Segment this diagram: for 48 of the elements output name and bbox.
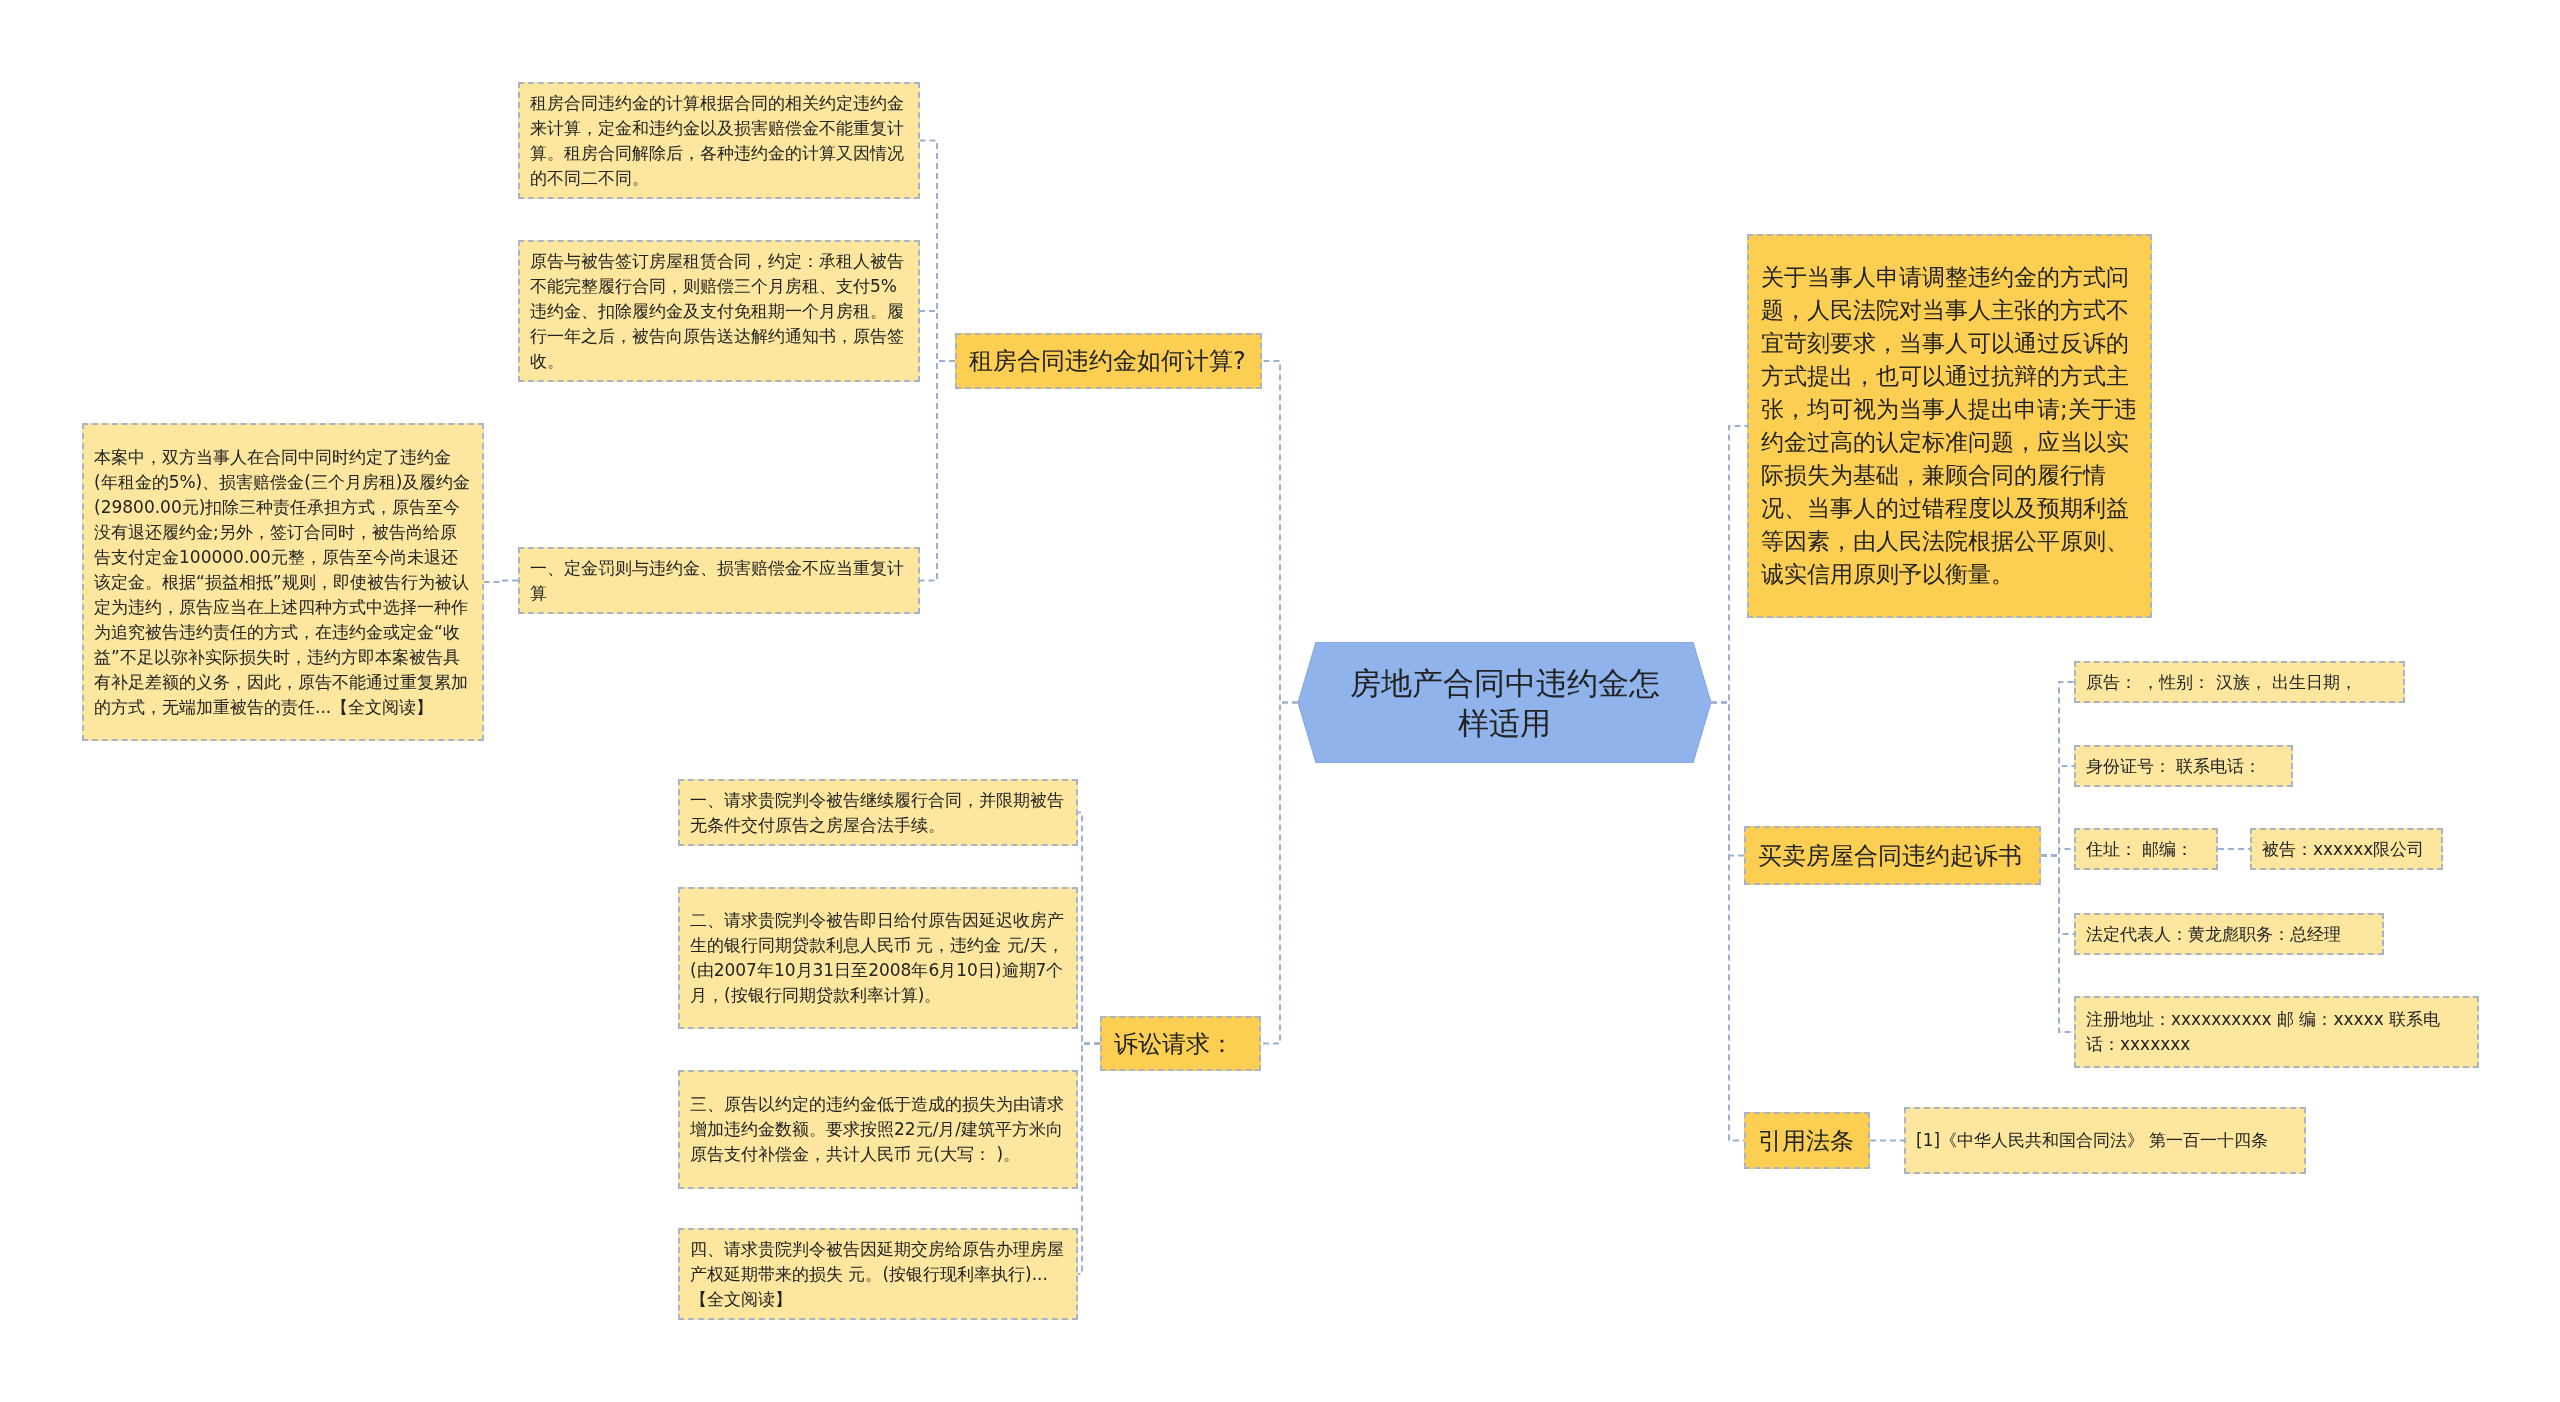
connector-line	[1869, 1139, 1905, 1142]
note-box	[2074, 661, 2405, 703]
note-box	[678, 1228, 1078, 1320]
note-box	[2074, 913, 2384, 955]
note-box	[2074, 996, 2479, 1068]
topic-text: 诉讼请求：	[1114, 1028, 1235, 1060]
note-text: 住址： 邮编：	[2086, 837, 2195, 861]
topic-box	[1747, 234, 2152, 618]
note-text: 四、请求贵院判令被告因延期交房给原告办理房屋产权延期带来的损失 元。(按银行现利率执行)...【全文阅读】	[690, 1237, 1065, 1311]
connector-line	[1077, 1042, 1101, 1275]
note-text: 被告：xxxxxx限公司	[2262, 837, 2426, 861]
note-box	[678, 887, 1078, 1029]
note-box	[82, 423, 484, 741]
connector-line	[2217, 848, 2251, 850]
note-text: 法定代表人：黄龙彪职务：总经理	[2086, 922, 2342, 946]
note-box	[678, 779, 1078, 846]
connector-line	[483, 579, 519, 583]
note-box	[518, 547, 920, 614]
note-text: 一、请求贵院判令被告继续履行合同，并限期被告无条件交付原告之房屋合法手续。	[690, 788, 1065, 837]
topic-box	[1744, 826, 2041, 885]
note-text: 一、定金罚则与违约金、损害赔偿金不应当重复计算	[530, 556, 905, 605]
connector-line	[919, 360, 956, 582]
note-text: 原告： ，性别： 汉族， 出生日期，	[2086, 670, 2359, 694]
topic-box	[955, 333, 1262, 389]
note-box	[518, 240, 920, 382]
note-box	[2250, 828, 2443, 870]
note-box	[2074, 828, 2218, 870]
note-box	[1904, 1107, 2306, 1174]
central-topic-text: 房地产合同中违约金怎样适用	[1348, 663, 1661, 743]
note-text: 租房合同违约金的计算根据合同的相关约定违约金来计算，定金和违约金以及损害赔偿金不能重复计算。租房合同解除后，各种违约金的计算又因情况的不同二不同。	[530, 91, 905, 190]
note-text: 三、原告以约定的违约金低于造成的损失为由请求增加违约金数额。要求按照22元/月/建筑平方米向原告支付补偿金，共计人民币 元(大写： )。	[690, 1093, 1065, 1166]
central-topic	[1298, 642, 1711, 763]
topic-text: 买卖房屋合同违约起诉书	[1758, 840, 2023, 872]
note-text: 身份证号： 联系电话：	[2086, 754, 2263, 778]
note-text: 原告与被告签订房屋租赁合同，约定：承租人被告不能完整履行合同，则赔偿三个月房租、支付5%违约金、扣除履约金及支付免租期一个月房租。履行一年之后，被告向原告送达解约通知书，原告签收。	[530, 249, 905, 373]
topic-box	[1744, 1112, 1870, 1169]
note-box	[2074, 745, 2293, 787]
note-text: 注册地址：xxxxxxxxxx 邮 编：xxxxx 联系电话：xxxxxxx	[2086, 1008, 2442, 1056]
topic-text: 租房合同违约金如何计算?	[969, 346, 1247, 377]
note-text: 本案中，双方当事人在合同中同时约定了违约金(年租金的5%)、损害赔偿金(三个月房租)及履约金(29800.00元)扣除三种责任承担方式，原告至今没有退还履约金;另外，签订合同时，被告尚给原告支付定金100000.00元整，原告至今尚未退还该定金。根据“损益相抵”规则，即使被告行为被认定为违约，原告应当在上述四种方式中选择一种作为追究被告违约责任的方式，在违约金或定金“收益”不足以弥补实际损失时，违约方即本案被告具有补足差额的义务，因此，原告不能通过重复累加的方式，无端加重被告的责任...【全文阅读】	[94, 445, 472, 719]
note-box	[678, 1070, 1078, 1189]
note-text: 二、请求贵院判令被告即日给付原告因延迟收房产生的银行同期贷款利息人民币 元，违约金 元/天，(由2007年10月31日至2008年6月10日)逾期7个月，(按银行同期贷款利率计算)。	[690, 909, 1065, 1007]
topic-box	[1100, 1016, 1261, 1071]
topic-text: 引用法条	[1758, 1125, 1855, 1157]
note-box	[518, 82, 920, 199]
connector-line	[1260, 701, 1299, 1045]
note-text: [1]《中华人民共和国合同法》 第一百一十四条	[1916, 1129, 2270, 1152]
topic-text: 关于当事人申请调整违约金的方式问题，人民法院对当事人主张的方式不宜苛刻要求，当事人可以通过反诉的方式提出，也可以通过抗辩的方式主张，均可视为当事人提出申请;关于违约金过高的认定标准问题，应当以实际损失为基础，兼顾合同的履行情况、当事人的过错程度以及预期利益等因素，由人民法院根据公平原则、诚实信用原则予以衡量。	[1761, 263, 2138, 589]
